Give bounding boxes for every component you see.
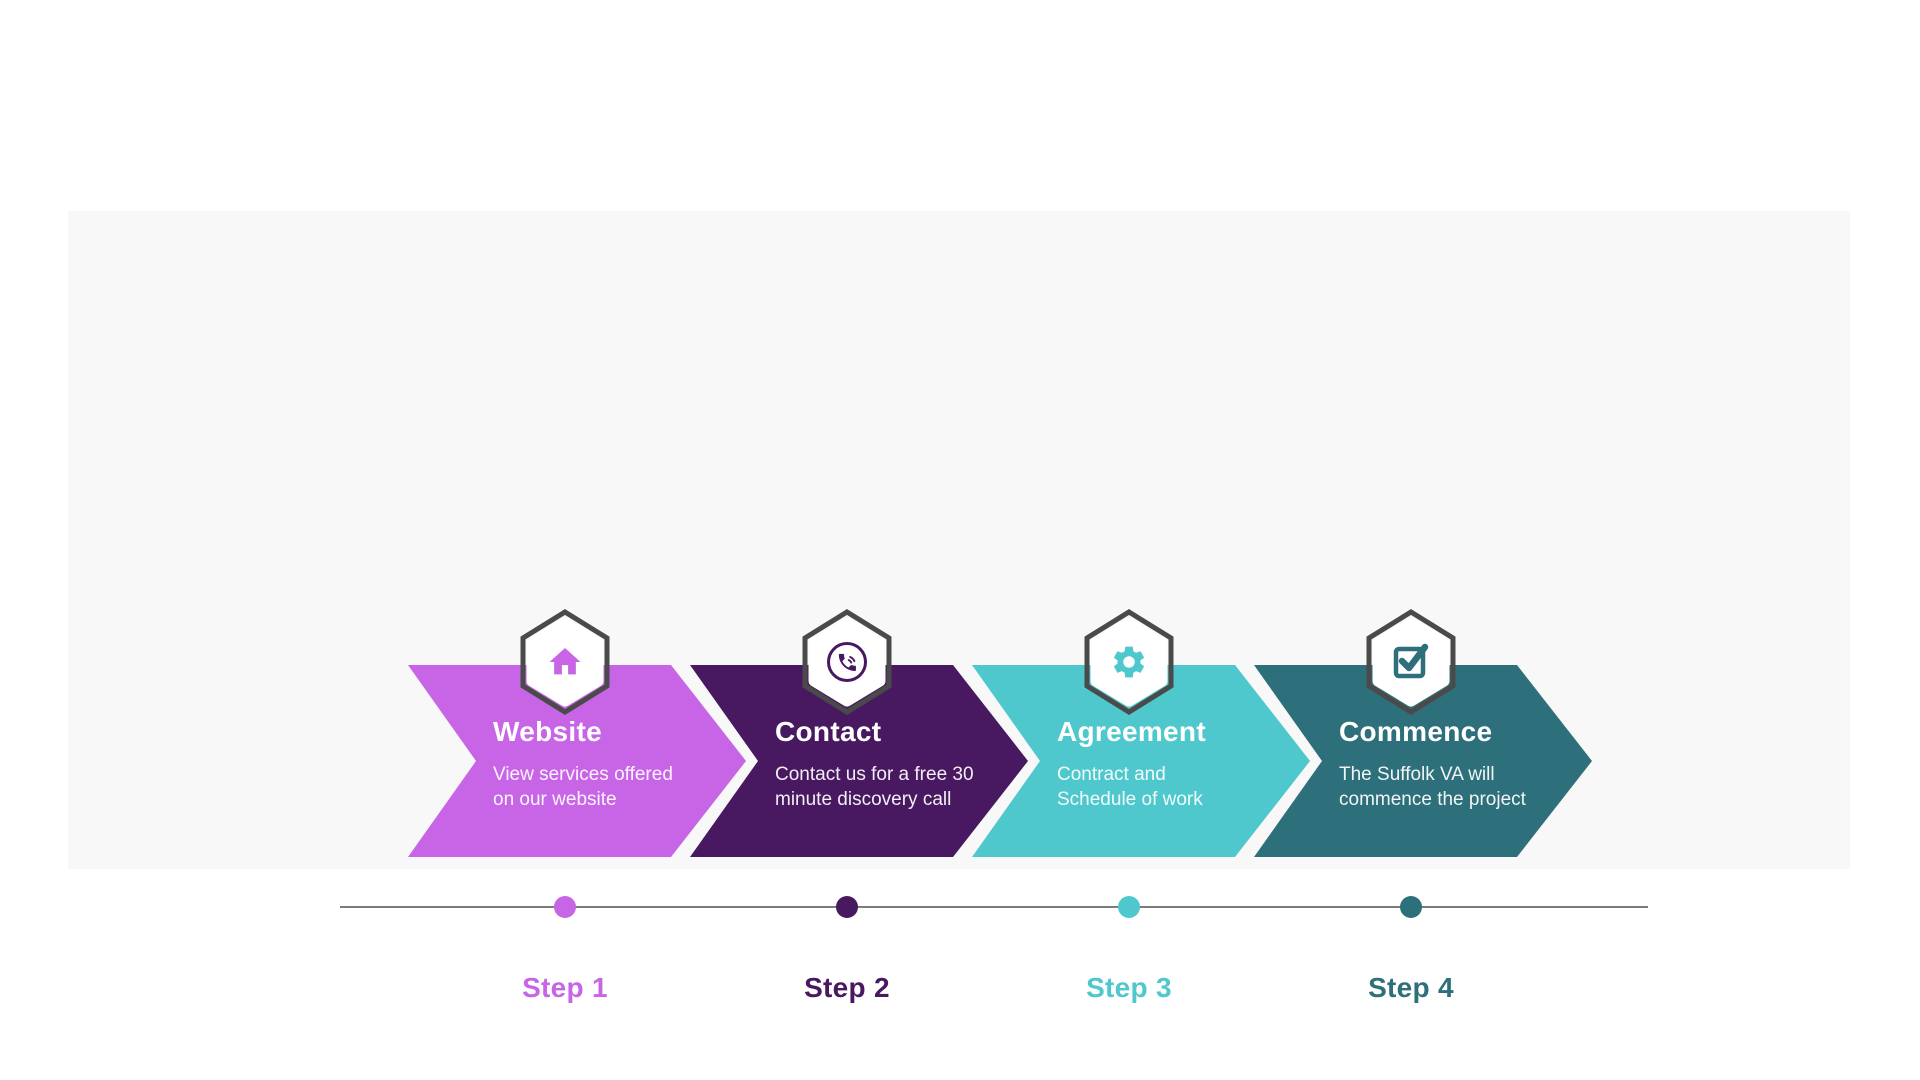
hexagon-badge-agreement — [1082, 608, 1176, 716]
step-title: Agreement — [1057, 716, 1206, 747]
step-description: The Suffolk VA will commence the project — [1339, 763, 1526, 811]
step-description: Contract and Schedule of work — [1057, 763, 1203, 811]
infographic-panel: Website View services offered on our web… — [68, 211, 1850, 1003]
timeline-dot-step1 — [554, 896, 576, 918]
hexagon-badge-contact — [800, 608, 894, 716]
step-title: Commence — [1339, 716, 1493, 747]
step-label-2: Step 2 — [804, 972, 890, 1003]
home-icon — [520, 609, 610, 715]
step-description: View services offered on our website — [493, 763, 673, 811]
check-square-icon — [1366, 609, 1456, 715]
step-label-3: Step 3 — [1086, 972, 1172, 1003]
step-label-4: Step 4 — [1368, 972, 1454, 1003]
step-label-1: Step 1 — [522, 972, 608, 1003]
step-title: Website — [493, 716, 602, 747]
timeline-dot-step4 — [1400, 896, 1422, 918]
hexagon-badge-commence — [1364, 608, 1458, 716]
hexagon-badge-website — [518, 608, 612, 716]
phone-icon — [802, 609, 892, 715]
step-title: Contact — [775, 716, 882, 747]
timeline-line — [340, 906, 1648, 908]
step-description: Contact us for a free 30 minute discover… — [775, 763, 974, 811]
timeline-dot-step3 — [1118, 896, 1140, 918]
timeline-dot-step2 — [836, 896, 858, 918]
gear-icon — [1084, 609, 1174, 715]
